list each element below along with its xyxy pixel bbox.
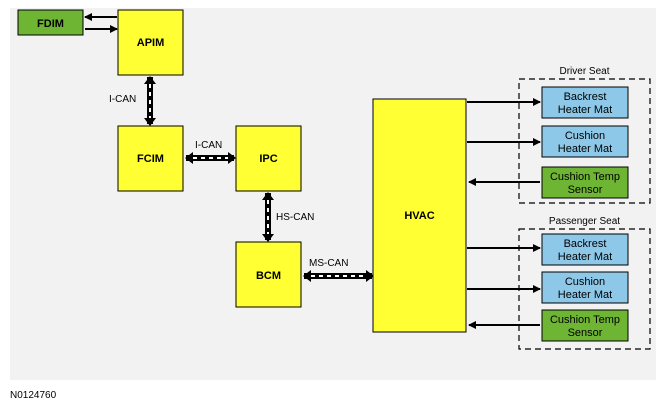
passenger-backrest-line1: Backrest (564, 238, 607, 250)
driver-backrest-line2: Heater Mat (558, 104, 612, 116)
apim-label: APIM (137, 37, 165, 49)
passenger-sensor-line2: Sensor (568, 327, 603, 339)
passenger-seat-group (518, 228, 651, 350)
driver-cushion-line1: Cushion (565, 130, 605, 142)
passenger-cushion-heater-mat: Cushion Heater Mat (541, 271, 629, 304)
ipc-bcm-bus-label: HS-CAN (276, 212, 314, 223)
fdim-module: FDIM (17, 9, 84, 36)
apim-fcim-can-link (144, 76, 156, 126)
driver-sensor-line1: Cushion Temp (550, 171, 620, 183)
fcim-ipc-can-link (185, 152, 236, 164)
fdim-label: FDIM (37, 18, 64, 30)
driver-seat-group (518, 78, 651, 204)
driver-seat-title: Driver Seat (559, 66, 609, 77)
passenger-backrest-heater-mat: Backrest Heater Mat (541, 233, 629, 266)
driver-backrest-heater-mat: Backrest Heater Mat (541, 86, 629, 119)
bcm-hvac-bus-label: MS-CAN (309, 258, 348, 269)
ipc-label: IPC (259, 153, 277, 165)
fcim-label: FCIM (137, 153, 164, 165)
ipc-bcm-can-link (262, 192, 274, 242)
ipc-module: IPC (235, 125, 302, 192)
apim-fcim-bus-label: I-CAN (109, 94, 136, 105)
fcim-module: FCIM (117, 125, 184, 192)
passenger-backrest-line2: Heater Mat (558, 251, 612, 263)
hvac-label: HVAC (404, 210, 434, 222)
bcm-module: BCM (235, 241, 302, 308)
bcm-label: BCM (256, 270, 281, 282)
fcim-ipc-bus-label: I-CAN (195, 140, 222, 151)
passenger-sensor-line1: Cushion Temp (550, 314, 620, 326)
passenger-cushion-line1: Cushion (565, 276, 605, 288)
driver-cushion-heater-mat: Cushion Heater Mat (541, 125, 629, 158)
driver-cushion-line2: Heater Mat (558, 143, 612, 155)
driver-backrest-line1: Backrest (564, 91, 607, 103)
passenger-seat-title: Passenger Seat (549, 216, 620, 227)
hvac-module: HVAC (372, 98, 467, 333)
driver-cushion-temp-sensor: Cushion Temp Sensor (541, 166, 629, 199)
apim-module: APIM (117, 9, 184, 76)
driver-sensor-line2: Sensor (568, 184, 603, 196)
passenger-cushion-temp-sensor: Cushion Temp Sensor (541, 309, 629, 342)
bcm-hvac-can-link (303, 270, 374, 282)
passenger-cushion-line2: Heater Mat (558, 289, 612, 301)
figure-reference-number: N0124760 (10, 390, 57, 401)
